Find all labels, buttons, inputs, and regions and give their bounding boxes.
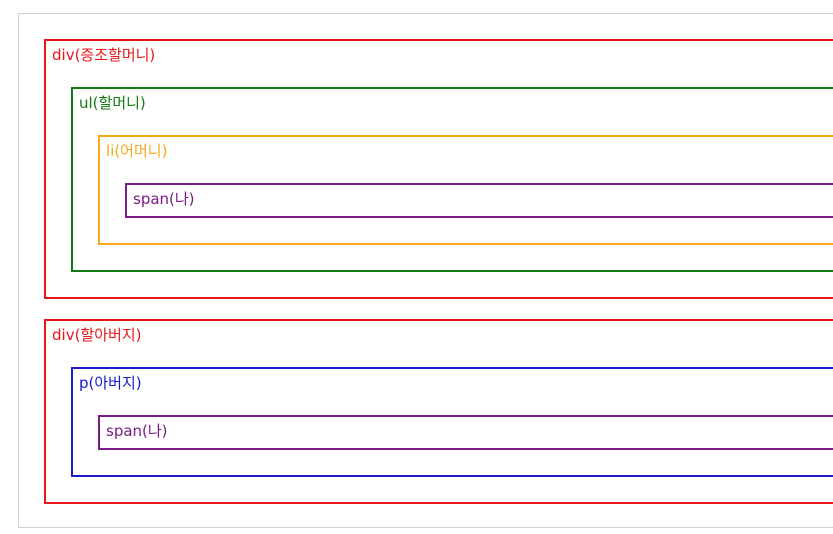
- ul-grandmother-label: ul(할머니): [79, 94, 146, 112]
- diagram-frame: [18, 13, 833, 528]
- div-grandfather-box: div(할아버지): [44, 319, 833, 504]
- span-me-label-2: span(나): [106, 422, 168, 440]
- div-great-grandmother-box: div(증조할머니): [44, 39, 833, 299]
- div-grandfather-label: div(할아버지): [52, 326, 142, 344]
- span-me-label-1: span(나): [133, 190, 195, 208]
- div-great-grandmother-label: div(증조할머니): [52, 46, 156, 64]
- span-me-box-2: span(나): [98, 415, 833, 450]
- span-me-box-1: span(나): [125, 183, 833, 218]
- ul-grandmother-box: ul(할머니): [71, 87, 833, 272]
- li-mother-label: li(어머니): [106, 142, 168, 160]
- p-father-box: p(아버지): [71, 367, 833, 477]
- p-father-label: p(아버지): [79, 374, 142, 392]
- li-mother-box: li(어머니): [98, 135, 833, 245]
